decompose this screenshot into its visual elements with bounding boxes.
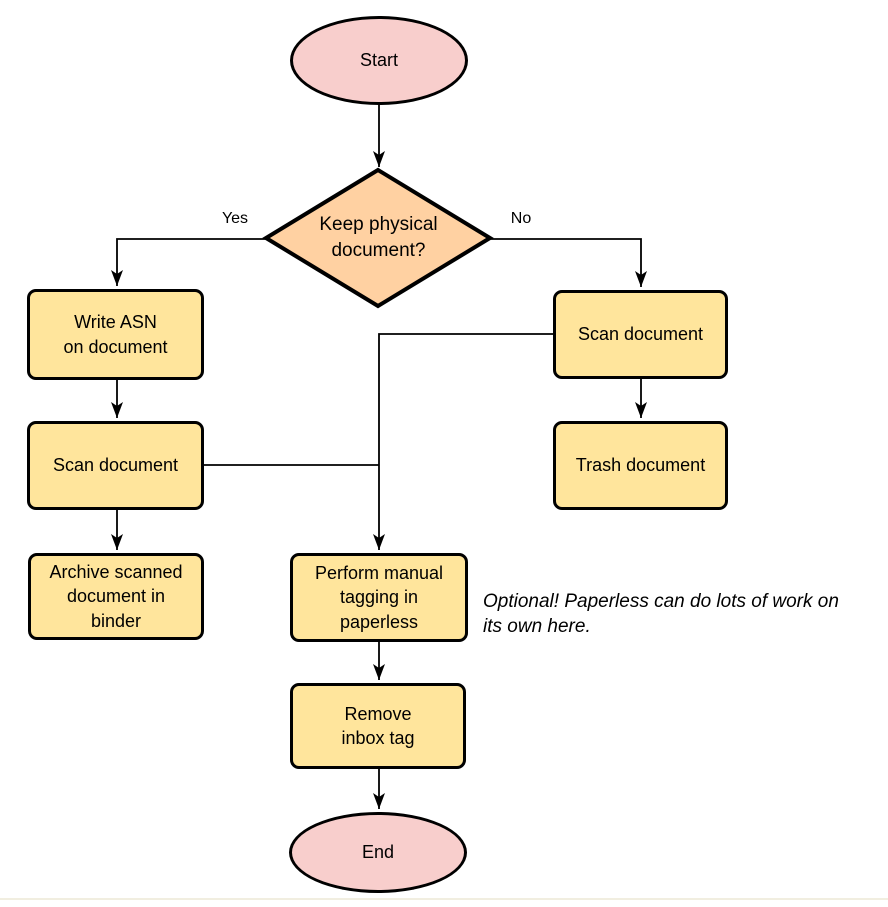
edge-label-yes: Yes <box>221 210 249 227</box>
node-scan-document-left: Scan document <box>27 421 204 510</box>
edge-decision-yes-to-write-asn <box>111 238 266 286</box>
node-decision-label: Keep physical document? <box>319 214 438 261</box>
edge-label-no: No <box>510 210 532 227</box>
node-write-asn-on-document: Write ASN on document <box>27 289 204 380</box>
bottom-edge-rule <box>0 898 888 900</box>
node-remove-inbox-tag: Remove inbox tag <box>290 683 466 769</box>
optional-note: Optional! Paperless can do lots of work … <box>483 591 839 637</box>
node-end: End <box>289 812 467 893</box>
node-start: Start <box>290 16 468 105</box>
node-trash-document: Trash document <box>553 421 728 510</box>
edge-scan-right-to-tagging <box>373 333 553 550</box>
decision-shape <box>262 167 494 309</box>
node-perform-manual-tagging: Perform manual tagging in paperless <box>290 553 468 642</box>
node-archive-scanned-document: Archive scanned document in binder <box>28 553 204 640</box>
edge-decision-no-to-scan-right <box>490 238 647 287</box>
node-scan-document-right: Scan document <box>553 290 728 379</box>
